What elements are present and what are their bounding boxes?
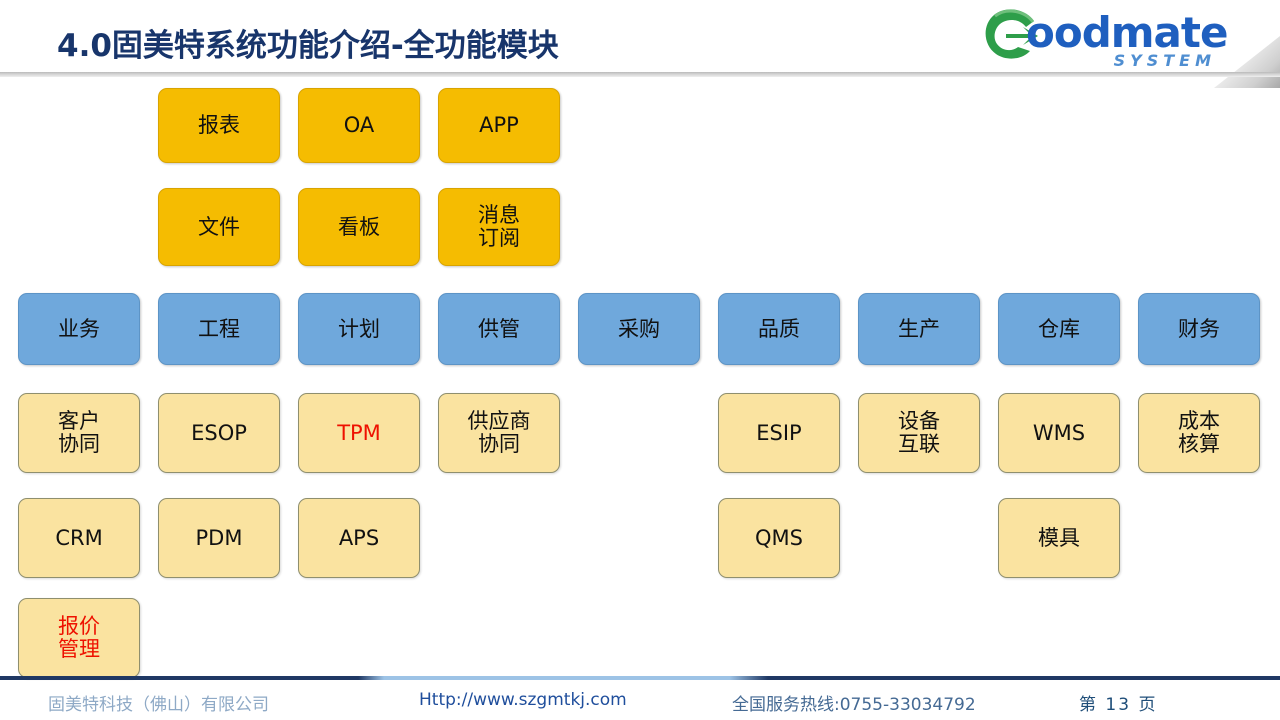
module-box[interactable]: QMS [718, 498, 840, 578]
module-box[interactable]: 供管 [438, 293, 560, 365]
module-box[interactable]: APS [298, 498, 420, 578]
footer-page-number: 第 13 页 [1079, 695, 1158, 715]
module-box[interactable]: ESOP [158, 393, 280, 473]
module-box[interactable]: APP [438, 88, 560, 163]
footer-divider [0, 676, 1280, 680]
module-box[interactable]: PDM [158, 498, 280, 578]
module-box[interactable]: 仓库 [998, 293, 1120, 365]
footer-website-link[interactable]: Http://www.szgmtkj.com [419, 690, 627, 710]
module-box[interactable]: 文件 [158, 188, 280, 266]
goodmate-g-swoosh-icon [985, 9, 1038, 59]
module-box[interactable]: 供应商 协同 [438, 393, 560, 473]
goodmate-logo: oodmate SYSTEM [982, 5, 1228, 73]
logo-subtitle: SYSTEM [1113, 51, 1216, 70]
module-box[interactable]: 看板 [298, 188, 420, 266]
module-box[interactable]: 报价 管理 [18, 598, 140, 678]
module-box[interactable]: 消息 订阅 [438, 188, 560, 266]
module-box[interactable]: OA [298, 88, 420, 163]
module-box[interactable]: 采购 [578, 293, 700, 365]
page-curl-decoration [1214, 36, 1280, 88]
module-box[interactable]: 设备 互联 [858, 393, 980, 473]
slide-header: 4.0固美特系统功能介绍-全功能模块 oodmate SYSTEM [0, 0, 1280, 88]
logo-wordmark: oodmate [1026, 8, 1228, 57]
module-box[interactable]: 业务 [18, 293, 140, 365]
module-box[interactable]: ESIP [718, 393, 840, 473]
module-box[interactable]: 财务 [1138, 293, 1260, 365]
slide-footer: 固美特科技（佛山）有限公司 Http://www.szgmtkj.com 全国服… [0, 676, 1280, 720]
module-box[interactable]: 模具 [998, 498, 1120, 578]
footer-hotline: 全国服务热线:0755-33034792 [732, 695, 976, 715]
page-title: 4.0固美特系统功能介绍-全功能模块 [57, 28, 559, 64]
module-box[interactable]: CRM [18, 498, 140, 578]
module-box[interactable]: TPM [298, 393, 420, 473]
module-box[interactable]: 生产 [858, 293, 980, 365]
module-box[interactable]: 成本 核算 [1138, 393, 1260, 473]
module-box[interactable]: 报表 [158, 88, 280, 163]
module-box[interactable]: 计划 [298, 293, 420, 365]
module-box[interactable]: WMS [998, 393, 1120, 473]
module-box[interactable]: 工程 [158, 293, 280, 365]
footer-company-name: 固美特科技（佛山）有限公司 [48, 695, 269, 715]
module-box[interactable]: 品质 [718, 293, 840, 365]
module-box[interactable]: 客户 协同 [18, 393, 140, 473]
header-divider [0, 72, 1280, 77]
